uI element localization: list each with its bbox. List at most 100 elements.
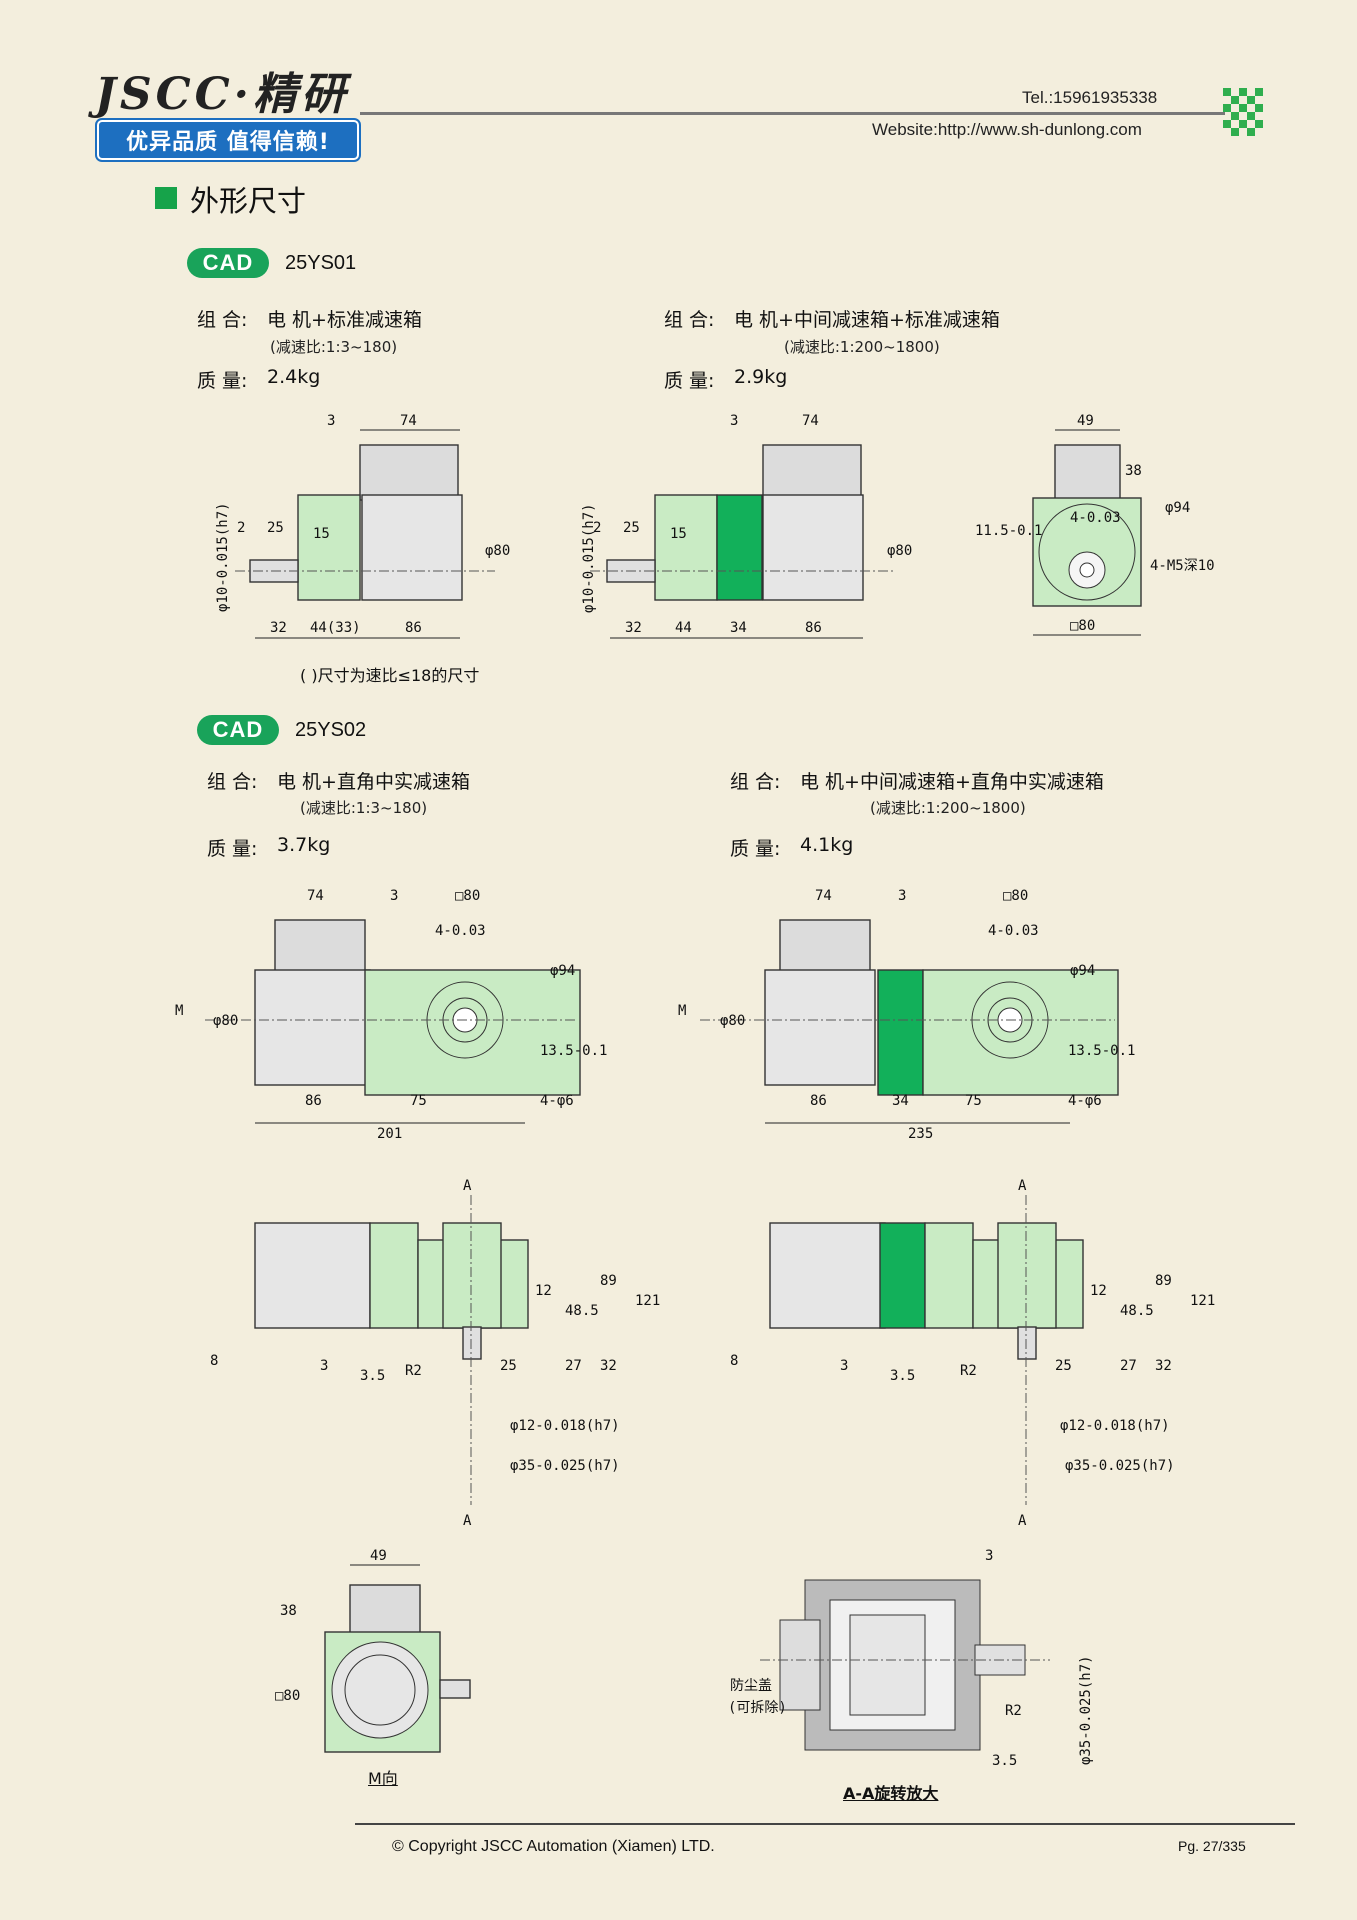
dim-label: 4-0.03 xyxy=(435,923,486,939)
dim-label: φ35-0.025(h7) xyxy=(1065,1458,1175,1474)
drawing-25ys02-top-intermediate: A A 12 48.5 89 121 8 3 3.5 R2 25 27 32 φ… xyxy=(730,1178,1215,1529)
dim-label: φ80 xyxy=(213,1013,238,1029)
dim-label: 3 xyxy=(898,888,906,904)
combo-value: 电 机+直角中实减速箱 xyxy=(277,771,470,793)
checker-cell xyxy=(1231,96,1239,104)
checker-cell xyxy=(1247,88,1255,96)
dim-label: 48.5 xyxy=(1120,1303,1154,1319)
mass-value: 2.9kg xyxy=(734,366,788,388)
dim-label: 3 xyxy=(320,1358,328,1374)
checker-cell xyxy=(1231,88,1239,96)
dim-label: 49 xyxy=(370,1548,387,1564)
dim-label: 75 xyxy=(410,1093,427,1109)
dim-label: 13.5-0.1 xyxy=(540,1043,607,1059)
dim-label: 74 xyxy=(400,413,417,429)
mass-label: 质 量: xyxy=(730,838,781,860)
dim-label: 32 xyxy=(625,620,642,636)
checker-cell xyxy=(1223,112,1231,120)
checker-cell xyxy=(1255,96,1263,104)
dim-label: 49 xyxy=(1077,413,1094,429)
dim-label: 38 xyxy=(280,1603,297,1619)
dim-label: φ10-0.015(h7) xyxy=(581,503,597,613)
drawing-25ys02-front-intermediate: 74 3 □80 4-0.03 φ94 M φ80 13.5-0.1 4-φ6 … xyxy=(678,888,1135,1142)
combo-value: 电 机+中间减速箱+直角中实减速箱 xyxy=(800,771,1104,793)
dim-label: 3 xyxy=(840,1358,848,1374)
dim-label: A xyxy=(463,1513,472,1529)
checker-cell xyxy=(1255,88,1263,96)
ratio-text: (减速比:1:3~180) xyxy=(300,799,428,817)
dim-label: R2 xyxy=(405,1363,422,1379)
ratio-text: (减速比:1:200~1800) xyxy=(784,338,940,356)
dim-label: 8 xyxy=(730,1353,738,1369)
cad-badge-1[interactable]: CAD xyxy=(187,248,269,278)
header-tel: Tel.:15961935338 xyxy=(1022,88,1158,107)
dim-label: 86 xyxy=(405,620,422,636)
dim-label: 3 xyxy=(390,888,398,904)
dim-label: 74 xyxy=(815,888,832,904)
checker-cell xyxy=(1239,104,1247,112)
mass-value: 4.1kg xyxy=(800,834,854,856)
dim-label: 8 xyxy=(210,1353,218,1369)
checker-cell xyxy=(1239,120,1247,128)
checker-cell xyxy=(1255,112,1263,120)
checker-cell xyxy=(1231,120,1239,128)
dim-label: φ94 xyxy=(1165,500,1190,516)
ratio-text: (减速比:1:200~1800) xyxy=(870,799,1026,817)
dim-label: 89 xyxy=(1155,1273,1172,1289)
dim-label: φ94 xyxy=(550,963,575,979)
dim-label: 86 xyxy=(810,1093,827,1109)
combo-label: 组 合: xyxy=(730,771,781,793)
dim-label: 75 xyxy=(965,1093,982,1109)
checker-cell xyxy=(1247,120,1255,128)
combo-label: 组 合: xyxy=(207,771,258,793)
ratio-text: (减速比:1:3~180) xyxy=(270,338,398,356)
section-view-caption: A-A旋转放大 xyxy=(843,1784,939,1803)
dim-label: 25 xyxy=(267,520,284,536)
dim-label: 235 xyxy=(908,1126,933,1142)
dim-label: 12 xyxy=(1090,1283,1107,1299)
checker-cell xyxy=(1239,96,1247,104)
dim-label: 3 xyxy=(730,413,738,429)
checker-cell xyxy=(1239,88,1247,96)
section-title: 外形尺寸 xyxy=(190,184,307,218)
dim-label: 89 xyxy=(600,1273,617,1289)
checker-cell xyxy=(1223,120,1231,128)
dim-label: 4-φ6 xyxy=(1068,1093,1102,1109)
m-view-caption: M向 xyxy=(368,1769,398,1788)
dim-label: 121 xyxy=(635,1293,660,1309)
dim-label: 34 xyxy=(730,620,747,636)
footer-divider xyxy=(355,1823,1295,1825)
cad-badge-2[interactable]: CAD xyxy=(197,715,279,745)
dim-label: φ80 xyxy=(720,1013,745,1029)
dim-label: φ10-0.015(h7) xyxy=(215,502,231,612)
dim-label: 38 xyxy=(1125,463,1142,479)
combo-label: 组 合: xyxy=(197,309,248,331)
checker-cell xyxy=(1247,96,1255,104)
mass-value: 2.4kg xyxy=(267,366,321,388)
dim-label: 2 xyxy=(237,520,245,536)
dim-label: 74 xyxy=(802,413,819,429)
header-divider xyxy=(360,112,1225,115)
dim-label: 3 xyxy=(985,1548,993,1564)
dust-cover-label: 防尘盖 xyxy=(730,1678,772,1694)
dim-label: 32 xyxy=(1155,1358,1172,1374)
dim-label: φ12-0.018(h7) xyxy=(510,1418,620,1434)
dim-label: 34 xyxy=(892,1093,909,1109)
dim-label: 86 xyxy=(305,1093,322,1109)
combo-label: 组 合: xyxy=(664,309,715,331)
mass-label: 质 量: xyxy=(664,370,715,392)
checker-cell xyxy=(1231,112,1239,120)
checker-decoration-icon xyxy=(1223,88,1263,138)
dim-label: □80 xyxy=(275,1688,300,1704)
dim-label: 121 xyxy=(1190,1293,1215,1309)
dim-label: 74 xyxy=(307,888,324,904)
mass-value: 3.7kg xyxy=(277,834,331,856)
drawing-section-aa: 3 防尘盖 (可拆除) R2 3.5 φ35-0.025(h7) xyxy=(728,1548,1094,1769)
checker-cell xyxy=(1231,104,1239,112)
header-website[interactable]: Website:http://www.sh-dunlong.com xyxy=(872,120,1142,139)
checker-cell xyxy=(1247,112,1255,120)
checker-cell xyxy=(1223,96,1231,104)
dim-label: 3.5 xyxy=(992,1753,1017,1769)
dim-label: φ35-0.025(h7) xyxy=(1078,1655,1094,1765)
checker-cell xyxy=(1223,88,1231,96)
